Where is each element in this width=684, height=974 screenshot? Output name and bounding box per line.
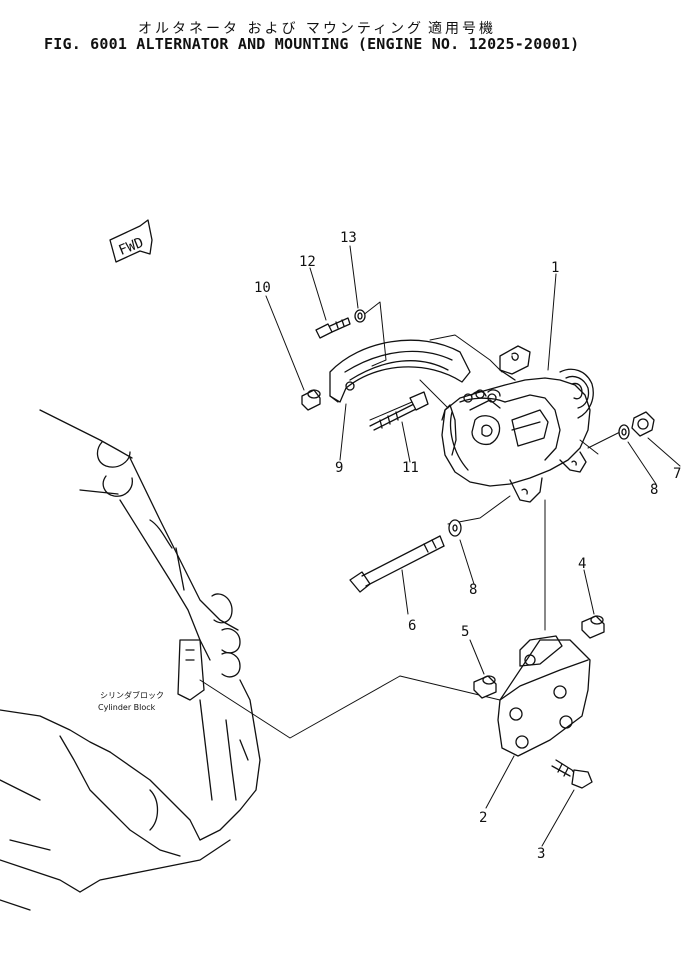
- callout-leaders: [265, 245, 681, 847]
- japanese-applicable-models: 適用号機: [428, 21, 496, 37]
- japanese-title: オルタネータ および マウンティング: [138, 21, 425, 37]
- callout-11: 11: [402, 460, 419, 476]
- bolt-3: [551, 759, 593, 789]
- callout-12: 12: [299, 254, 316, 270]
- callout-10: 10: [254, 280, 271, 296]
- nut-7: [631, 411, 655, 437]
- callout-5: 5: [461, 624, 469, 640]
- bolt-11: [369, 391, 429, 431]
- cylinder-block-outline: [0, 409, 261, 911]
- bushing-5: [473, 675, 497, 699]
- callout-8-lower: 8: [469, 582, 477, 598]
- washer-8-upper: [618, 424, 630, 440]
- cylinder-block-label-en: Cylinder Block: [98, 703, 156, 712]
- callout-7: 7: [673, 466, 681, 482]
- callout-2: 2: [479, 810, 487, 826]
- callout-1: 1: [551, 260, 559, 276]
- cylinder-block-label-jp: シリンダブロック: [100, 690, 164, 700]
- figure-title: FIG. 6001 ALTERNATOR AND MOUNTING (ENGIN…: [44, 35, 580, 53]
- bolt-12: [315, 317, 351, 339]
- alternator: [441, 345, 594, 503]
- callout-3: 3: [537, 846, 545, 862]
- bushing-10: [301, 389, 321, 411]
- adjusting-arm: [329, 339, 471, 403]
- bolt-6: [349, 535, 445, 593]
- callout-8-upper: 8: [650, 482, 658, 498]
- washer-8-lower: [448, 519, 462, 537]
- callout-numbers: 1 2 3 4 5 6 7 8 8 9 10 11 12 13: [254, 230, 681, 862]
- callout-4: 4: [578, 556, 586, 572]
- fwd-arrow-icon: FWD: [109, 219, 153, 263]
- callout-13: 13: [340, 230, 357, 246]
- washer-13: [354, 309, 366, 323]
- mounting-bracket-2: [497, 635, 591, 757]
- callout-9: 9: [335, 460, 343, 476]
- bushing-4: [581, 615, 605, 639]
- callout-6: 6: [408, 618, 416, 634]
- cylinder-block-label: シリンダブロック Cylinder Block: [98, 690, 164, 712]
